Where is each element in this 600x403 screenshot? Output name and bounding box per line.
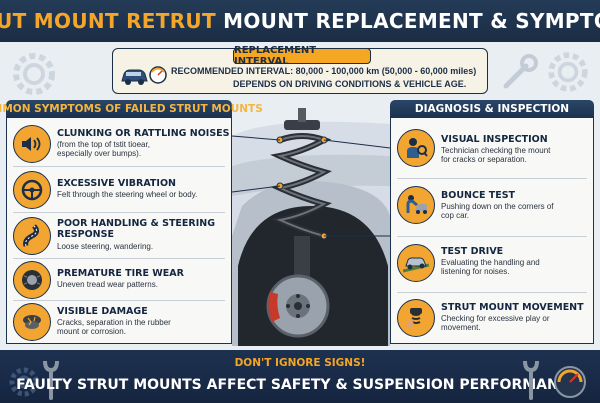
wrench-icon — [43, 360, 59, 400]
title-rest: MOUNT REPLACEMENT & SYMPTOSIS — [223, 9, 600, 33]
speaker-sound-icon — [13, 125, 51, 163]
wrench-icon — [523, 360, 539, 400]
background-gear-icon — [548, 52, 588, 92]
header-bar: STRUT MOUNT RETRUT MOUNT REPLACEMENT & S… — [0, 0, 600, 42]
divider — [13, 212, 225, 213]
background-wrench-icon — [503, 54, 538, 89]
bounce-test-icon — [397, 186, 435, 224]
symptoms-panel: CLUNKING OR RATTLING NOISES (from the to… — [6, 118, 232, 344]
diagnosis-title: VISUAL INSPECTION — [441, 134, 548, 145]
tire-icon — [13, 261, 51, 299]
diagnosis-desc: cop car. — [441, 211, 470, 220]
strut-assembly-illustration — [232, 108, 390, 346]
symptom-item: POOR HANDLING & STEERING RESPONSE Loose … — [7, 214, 231, 258]
diagnosis-desc: Technician checking the mount — [441, 146, 551, 155]
diagnosis-desc: movement. — [441, 323, 481, 332]
diagnosis-item: STRUT MOUNT MOVEMENT Checking for excess… — [391, 294, 593, 344]
symptom-desc: Uneven tread wear patterns. — [57, 280, 158, 289]
car-gauge-icon — [121, 66, 167, 85]
diagnosis-item: BOUNCE TEST Pushing down on the corners … — [391, 180, 593, 236]
footer-bar: DON'T IGNORE SIGNS! FAULTY STRUT MOUNTS … — [0, 350, 600, 403]
steering-wheel-icon — [13, 171, 51, 209]
symptom-title: CLUNKING OR RATTLING NOISES — [57, 128, 230, 139]
hand-mount-icon — [397, 299, 435, 337]
title-accent: STRUT MOUNT RETRUT — [0, 9, 216, 33]
technician-inspect-icon — [397, 129, 435, 167]
diagnosis-panel: VISUAL INSPECTION Technician checking th… — [390, 118, 594, 344]
interval-recommendation: RECOMMENDED INTERVAL: 80,000 - 100,000 k… — [171, 66, 477, 76]
gear-icon — [9, 367, 39, 397]
background-gear-icon — [13, 53, 55, 95]
diagnosis-desc: Pushing down on the corners of — [441, 202, 554, 211]
divider — [13, 166, 225, 167]
footer-message: FAULTY STRUT MOUNTS AFFECT SAFETY & SUSP… — [16, 377, 584, 393]
diagnosis-item: TEST DRIVE Evaluating the handling and l… — [391, 238, 593, 292]
winding-road-icon — [13, 217, 51, 255]
interval-heading: REPLACEMENT INTERVAL — [233, 45, 371, 67]
divider — [13, 300, 225, 301]
page-title: STRUT MOUNT RETRUT MOUNT REPLACEMENT & S… — [0, 9, 600, 33]
interval-note: DEPENDS ON DRIVING CONDITIONS & VEHICLE … — [233, 79, 467, 89]
divider — [397, 236, 587, 237]
diagnosis-desc: Checking for excessive play or — [441, 314, 550, 323]
footer-warning: DON'T IGNORE SIGNS! — [234, 356, 366, 369]
replacement-interval-box: REPLACEMENT INTERVAL RECOMMENDED INTERVA… — [112, 45, 488, 94]
diagnosis-title: TEST DRIVE — [441, 246, 504, 257]
symptom-title: POOR HANDLING & STEERING — [57, 218, 216, 229]
divider — [13, 258, 225, 259]
strut-mount-top — [284, 120, 320, 130]
symptom-desc: especially over bumps). — [57, 149, 142, 158]
speedometer-icon — [554, 366, 586, 398]
diagnosis-desc: for cracks or separation. — [441, 155, 527, 164]
symptom-desc: mount or corrosion. — [57, 327, 126, 336]
damaged-mount-icon — [13, 303, 51, 341]
symptom-item: PREMATURE TIRE WEAR Uneven tread wear pa… — [7, 260, 231, 300]
diagnosis-item: VISUAL INSPECTION Technician checking th… — [391, 122, 593, 176]
diagnosis-title: STRUT MOUNT MOVEMENT — [441, 302, 584, 313]
symptoms-heading: COMMON SYMPTOMS OF FAILED STRUT MOUNTS — [0, 100, 263, 118]
car-driving-icon — [397, 244, 435, 282]
diagnosis-title: BOUNCE TEST — [441, 190, 516, 201]
divider — [397, 292, 587, 293]
symptom-desc: Cracks, separation in the rubber — [57, 318, 171, 327]
symptom-item: EXCESSIVE VIBRATION Felt through the ste… — [7, 168, 231, 212]
symptom-item: CLUNKING OR RATTLING NOISES (from the to… — [7, 122, 231, 166]
diagnosis-desc: listening for noises. — [441, 267, 510, 276]
diagnosis-heading: DIAGNOSIS & INSPECTION — [390, 100, 594, 118]
symptom-desc: Felt through the steering wheel or body. — [57, 190, 198, 199]
symptom-title: EXCESSIVE VIBRATION — [57, 178, 176, 189]
symptom-desc: (from the top of tstit tioear, — [57, 140, 150, 149]
diagnosis-desc: Evaluating the handling and — [441, 258, 540, 267]
symptom-title: VISIBLE DAMAGE — [57, 306, 148, 317]
divider — [397, 178, 587, 179]
symptom-title-cont: RESPONSE — [57, 229, 114, 240]
symptom-item: VISIBLE DAMAGE Cracks, separation in the… — [7, 302, 231, 344]
symptom-title: PREMATURE TIRE WEAR — [57, 268, 184, 279]
symptom-desc: Loose steering, wandering. — [57, 242, 154, 251]
